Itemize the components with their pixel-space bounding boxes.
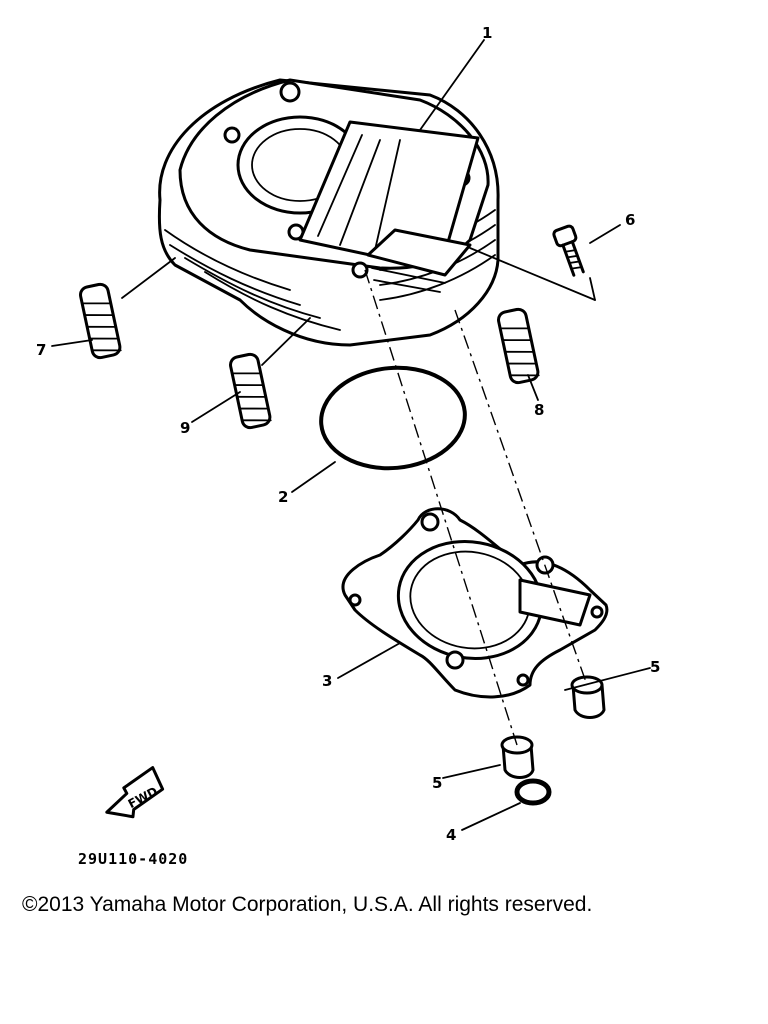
stud-bolt-9-part	[229, 352, 272, 430]
dowel-pin-upper-part	[570, 675, 606, 719]
callout-6: 6	[625, 211, 635, 229]
callout-3: 3	[322, 672, 332, 690]
callout-1: 1	[482, 24, 492, 42]
callout-2: 2	[278, 488, 288, 506]
drawing-code: 29U110-4020	[78, 850, 189, 868]
copyright-notice: ©2013 Yamaha Motor Corporation, U.S.A. A…	[22, 893, 593, 916]
exploded-parts-diagram: 1 2 3 4 5 5 6 7 8 9 FWD	[36, 24, 660, 844]
callout-9: 9	[180, 419, 190, 437]
callout-4: 4	[446, 826, 456, 844]
cylinder-gasket-part	[341, 507, 609, 699]
leader-lines	[51, 39, 651, 831]
callout-5-upper: 5	[650, 658, 660, 676]
callout-7: 7	[36, 341, 46, 359]
callout-5-lower: 5	[432, 774, 442, 792]
o-ring-part	[319, 365, 467, 471]
small-o-ring-part	[514, 778, 552, 806]
stud-bolt-8-part	[497, 307, 540, 385]
bolt-part	[552, 224, 585, 277]
assembly-center-lines	[364, 269, 588, 746]
cylinder-part	[157, 78, 500, 347]
dowel-pin-lower-part	[500, 735, 535, 779]
stud-bolt-7-part	[79, 282, 122, 360]
forward-arrow-icon: FWD	[105, 766, 165, 819]
callout-8: 8	[534, 401, 544, 419]
